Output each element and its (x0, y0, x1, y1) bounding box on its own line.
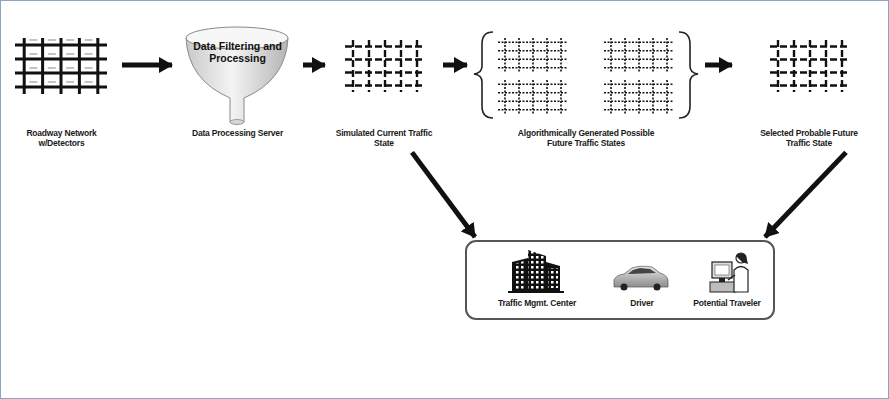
flow-arrow (705, 63, 732, 68)
road-grids (15, 38, 850, 114)
current-state: Simulated Current Traffic State (328, 28, 440, 148)
user-group-box: Traffic Mgmt. Center DriverPotential Trav… (465, 240, 775, 320)
potential-traveler: Potential Traveler (682, 248, 772, 308)
future-states: Algorithmically Generated Possible Futur… (470, 28, 702, 148)
caption-label: Simulated Current Traffic State (332, 128, 436, 148)
computer-user-icon (710, 253, 748, 292)
funnel-text: Data Filtering and Processing (192, 40, 284, 64)
caption-label: Traffic Mgmt. Center (485, 298, 589, 308)
caption-label: Data Processing Server (178, 128, 298, 138)
caption-label: Algorithmically Generated Possible Futur… (511, 128, 661, 148)
brace (474, 32, 493, 118)
traffic-center: Traffic Mgmt. Center (485, 248, 589, 308)
driver: Driver (602, 248, 682, 308)
caption-label: Roadway Network w/Detectors (12, 128, 112, 148)
brace (679, 32, 698, 118)
flow-arrow (412, 152, 475, 237)
flow-arrow (443, 63, 467, 68)
flow-arrow (765, 152, 846, 237)
car-icon (614, 266, 668, 290)
caption-label: Driver (602, 298, 682, 308)
caption-label: Potential Traveler (682, 298, 772, 308)
processing-server: Data Filtering and ProcessingData Proces… (175, 28, 300, 138)
flow-arrow (122, 63, 172, 68)
selected-state: Selected Probable Future Traffic State (735, 28, 883, 148)
roadway-network: Roadway Network w/Detectors (4, 28, 119, 148)
building-icon (508, 250, 564, 293)
funnel-icon (186, 27, 288, 125)
flow-arrow (303, 63, 325, 68)
caption-label: Selected Probable Future Traffic State (759, 128, 859, 148)
